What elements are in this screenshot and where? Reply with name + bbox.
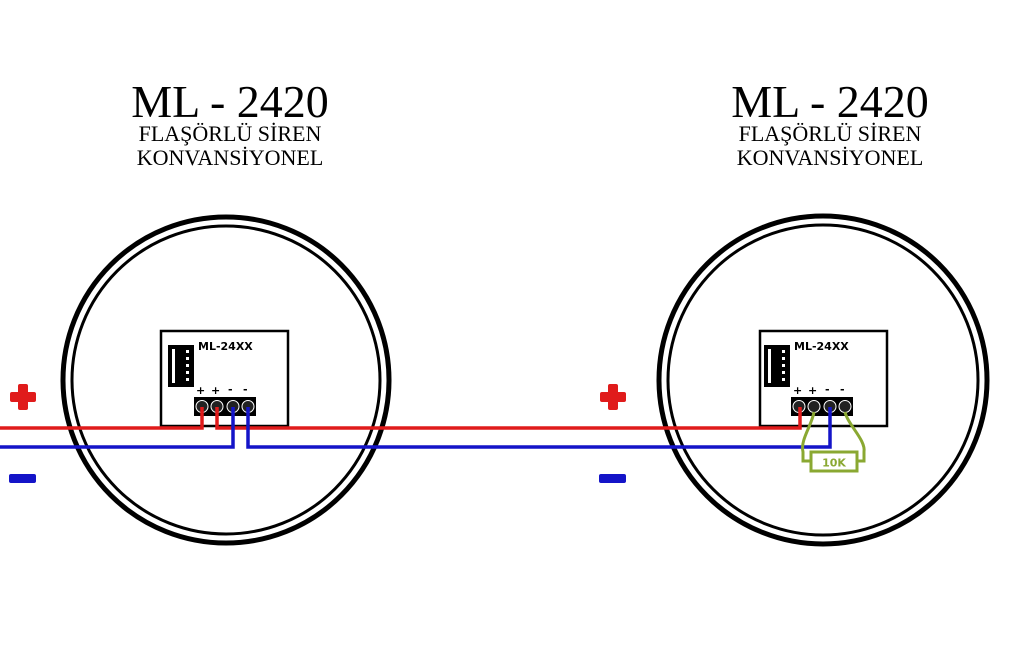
terminal-block — [791, 397, 853, 416]
terminal-label-4: - — [243, 383, 248, 396]
end-of-line-resistor — [801, 411, 866, 473]
module-label: ML-24XX — [794, 340, 849, 353]
device-subtitle-2: KONVANSİYONEL — [136, 145, 324, 170]
negative-symbol-left — [9, 474, 36, 483]
positive-symbol-right — [600, 384, 626, 410]
terminal-label-2: + — [808, 384, 817, 397]
device-left: ML-24XX + + - - — [60, 214, 392, 546]
device-right: ML-24XX + + - - — [656, 213, 990, 547]
dip-switch-icon — [168, 345, 194, 387]
title-block-left: ML - 2420 FLAŞÖRLÜ SİREN KONVANSİYONEL — [110, 76, 350, 170]
title-block-right: ML - 2420 FLAŞÖRLÜ SİREN KONVANSİYONEL — [710, 76, 950, 170]
enclosure-outer-ring — [60, 214, 392, 546]
resistor-label: 10K — [822, 457, 846, 470]
negative-symbol-right — [599, 474, 626, 483]
device-subtitle-1: FLAŞÖRLÜ SİREN — [138, 121, 322, 146]
terminal-label-3: - — [825, 383, 830, 396]
positive-symbol-left — [10, 384, 36, 410]
terminal-label-1: + — [793, 384, 802, 397]
terminal-label-3: - — [228, 383, 233, 396]
positive-wire — [0, 407, 802, 430]
dip-switch-slot — [768, 349, 771, 383]
dip-switch-icon — [764, 345, 790, 387]
terminal-screws — [792, 400, 852, 413]
device-title: ML - 2420 — [731, 76, 929, 127]
dip-switch-marks — [782, 350, 785, 381]
negative-wire — [0, 407, 832, 449]
terminal-label-2: + — [211, 384, 220, 397]
enclosure-inner-ring — [666, 223, 980, 537]
terminal-block — [194, 397, 256, 416]
terminal-screws — [195, 400, 255, 413]
module-label: ML-24XX — [198, 340, 253, 353]
device-title: ML - 2420 — [131, 76, 329, 127]
dip-switch-marks — [186, 350, 189, 381]
enclosure-inner-ring — [70, 224, 382, 536]
terminal-label-1: + — [196, 384, 205, 397]
dip-switch-slot — [172, 349, 175, 383]
device-subtitle-1: FLAŞÖRLÜ SİREN — [738, 121, 922, 146]
enclosure-outer-ring — [656, 213, 990, 547]
device-subtitle-2: KONVANSİYONEL — [736, 145, 924, 170]
terminal-label-4: - — [840, 383, 845, 396]
